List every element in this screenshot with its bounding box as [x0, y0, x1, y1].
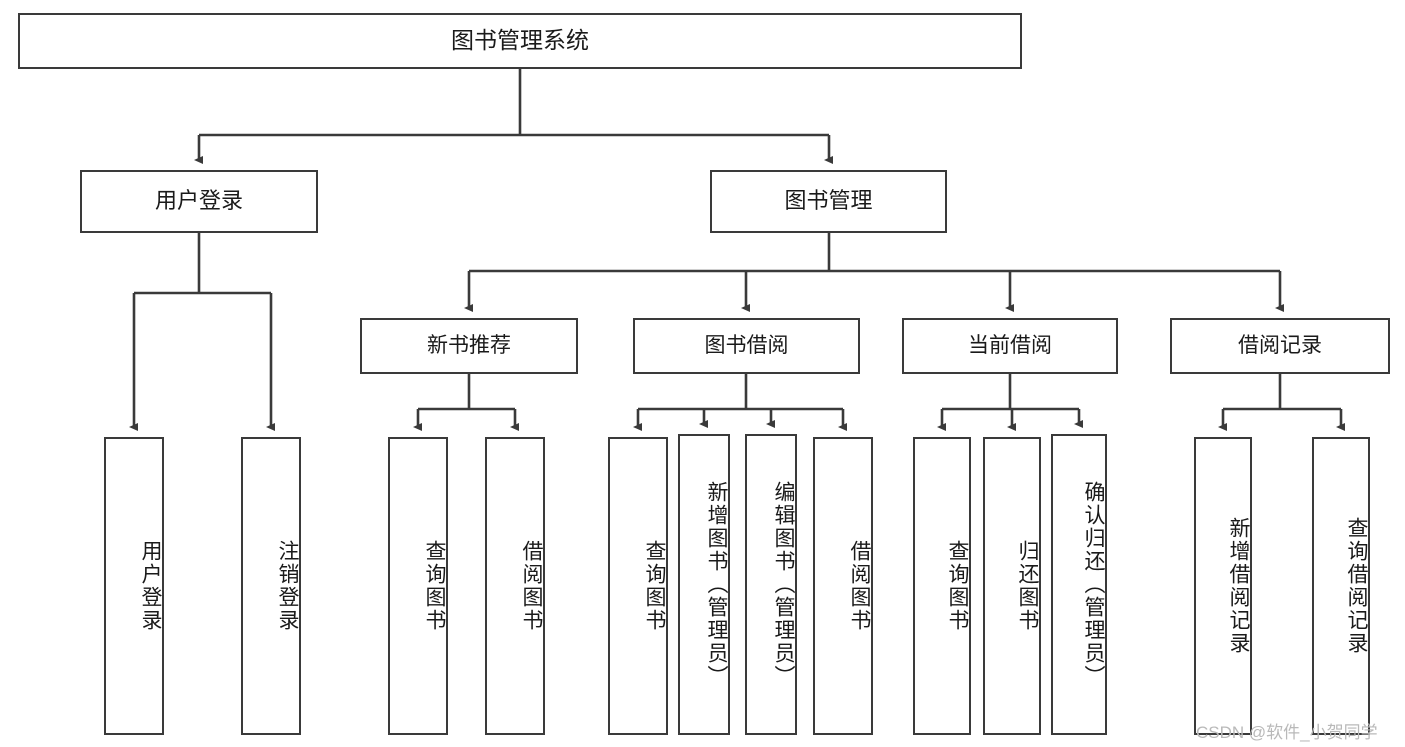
- node-root[interactable]: 图书管理系统: [18, 13, 1022, 69]
- node-leaf-borrow-book-2-label: 借阅图书: [848, 540, 871, 632]
- node-book-management[interactable]: 图书管理: [710, 170, 947, 233]
- node-leaf-query-record-label: 查询借阅记录: [1345, 517, 1368, 655]
- node-leaf-user-login[interactable]: 用户登录: [104, 437, 164, 735]
- node-current-borrow-label: 当前借阅: [968, 334, 1052, 358]
- node-current-borrow[interactable]: 当前借阅: [902, 318, 1118, 374]
- node-leaf-query-book-1-label: 查询图书: [423, 540, 446, 632]
- node-leaf-query-book-2[interactable]: 查询图书: [608, 437, 668, 735]
- node-leaf-add-record-label: 新增借阅记录: [1227, 517, 1250, 655]
- node-leaf-logout-label: 注销登录: [276, 540, 299, 632]
- node-leaf-add-book-label: 新增图书（管理员）: [705, 481, 728, 688]
- node-root-label: 图书管理系统: [451, 27, 589, 54]
- node-book-borrow-label: 图书借阅: [704, 334, 789, 358]
- node-leaf-edit-book-label: 编辑图书（管理员）: [772, 481, 795, 688]
- node-book-management-label: 图书管理: [784, 188, 873, 214]
- node-leaf-add-record[interactable]: 新增借阅记录: [1194, 437, 1252, 735]
- node-leaf-query-book-1[interactable]: 查询图书: [388, 437, 448, 735]
- node-leaf-return-book[interactable]: 归还图书: [983, 437, 1041, 735]
- node-leaf-confirm-return[interactable]: 确认归还（管理员）: [1051, 434, 1107, 735]
- node-new-book-recommend[interactable]: 新书推荐: [360, 318, 578, 374]
- watermark: CSDN @软件_小贺同学: [1196, 723, 1378, 742]
- node-book-borrow[interactable]: 图书借阅: [633, 318, 860, 374]
- node-leaf-return-book-label: 归还图书: [1016, 540, 1039, 632]
- node-leaf-add-book[interactable]: 新增图书（管理员）: [678, 434, 730, 735]
- node-leaf-query-book-3-label: 查询图书: [946, 540, 969, 632]
- node-leaf-confirm-return-label: 确认归还（管理员）: [1082, 481, 1105, 688]
- node-leaf-user-login-label: 用户登录: [139, 540, 162, 632]
- node-leaf-query-book-3[interactable]: 查询图书: [913, 437, 971, 735]
- node-borrow-record-label: 借阅记录: [1238, 334, 1322, 358]
- node-borrow-record[interactable]: 借阅记录: [1170, 318, 1390, 374]
- node-leaf-query-record[interactable]: 查询借阅记录: [1312, 437, 1370, 735]
- node-leaf-edit-book[interactable]: 编辑图书（管理员）: [745, 434, 797, 735]
- node-leaf-borrow-book-2[interactable]: 借阅图书: [813, 437, 873, 735]
- node-user-login-label: 用户登录: [154, 188, 243, 214]
- node-leaf-query-book-2-label: 查询图书: [643, 540, 666, 632]
- node-leaf-borrow-book-1[interactable]: 借阅图书: [485, 437, 545, 735]
- node-user-login[interactable]: 用户登录: [80, 170, 318, 233]
- node-leaf-borrow-book-1-label: 借阅图书: [520, 540, 543, 632]
- node-new-book-recommend-label: 新书推荐: [427, 334, 511, 358]
- node-leaf-logout[interactable]: 注销登录: [241, 437, 301, 735]
